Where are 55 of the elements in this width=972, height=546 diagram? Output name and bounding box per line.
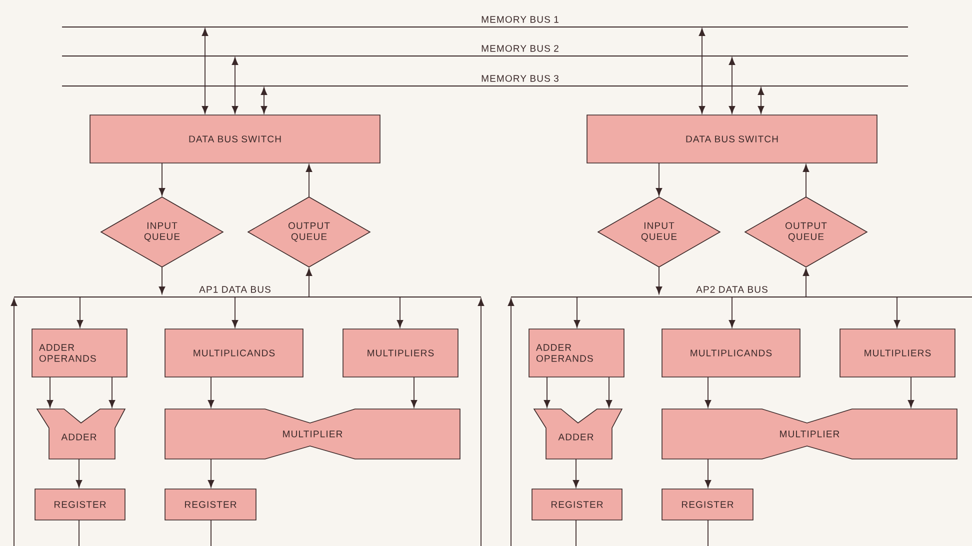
arrow	[758, 87, 764, 114]
process-box: MULTIPLICANDS	[662, 328, 800, 378]
arrow	[410, 376, 418, 408]
arrow	[158, 266, 166, 294]
process-box: REGISTER	[662, 488, 754, 520]
arrow	[802, 268, 810, 298]
arrow	[704, 376, 712, 408]
arrow	[46, 376, 54, 408]
arrow	[572, 458, 580, 488]
arrow	[656, 266, 662, 294]
bus-line	[62, 26, 908, 28]
arrow	[908, 376, 914, 408]
bus-label: MEMORY BUS 2	[482, 45, 558, 52]
process-box: MULTIPLICANDS	[164, 328, 304, 378]
process-box: REGISTER	[164, 488, 256, 520]
arrow	[728, 57, 736, 114]
arrow	[396, 296, 404, 328]
process-box: ADDER OPERANDS	[32, 328, 128, 378]
bus-label: MEMORY BUS 1	[482, 16, 558, 23]
arrow	[108, 376, 116, 408]
bus-label: AP2 DATA BUS	[696, 286, 768, 293]
arrow	[260, 87, 268, 114]
arrow	[202, 28, 208, 114]
process-box: DATA BUS SWITCH	[586, 114, 878, 164]
arrow	[158, 162, 166, 196]
process-box: DATA BUS SWITCH	[90, 114, 380, 164]
process-box: MULTIPLIERS	[342, 328, 458, 378]
arrow	[704, 458, 712, 488]
arrow	[894, 296, 900, 328]
arrow	[574, 296, 580, 328]
arrow	[698, 28, 706, 114]
arrow	[478, 298, 484, 546]
arrow	[208, 458, 214, 488]
arrow	[656, 162, 662, 196]
arrow	[802, 164, 810, 198]
arrow	[544, 376, 550, 408]
process-box: REGISTER	[34, 488, 126, 520]
process-box: MULTIPLIERS	[840, 328, 956, 378]
bus-line	[510, 296, 972, 298]
process-box: ADDER OPERANDS	[528, 328, 624, 378]
bus-label: MEMORY BUS 3	[482, 75, 558, 82]
arrow	[208, 376, 214, 408]
arrow	[232, 57, 238, 114]
arrow	[232, 296, 238, 328]
arrow	[76, 458, 82, 488]
arrow	[306, 164, 312, 198]
arrow	[606, 376, 612, 408]
arrow	[76, 296, 84, 328]
arrow	[10, 298, 18, 546]
process-box: REGISTER	[532, 488, 622, 520]
bus-line	[14, 296, 482, 298]
arrow	[508, 298, 514, 546]
arrow	[728, 296, 736, 328]
arrow	[306, 268, 312, 298]
bus-label: AP1 DATA BUS	[199, 286, 270, 293]
